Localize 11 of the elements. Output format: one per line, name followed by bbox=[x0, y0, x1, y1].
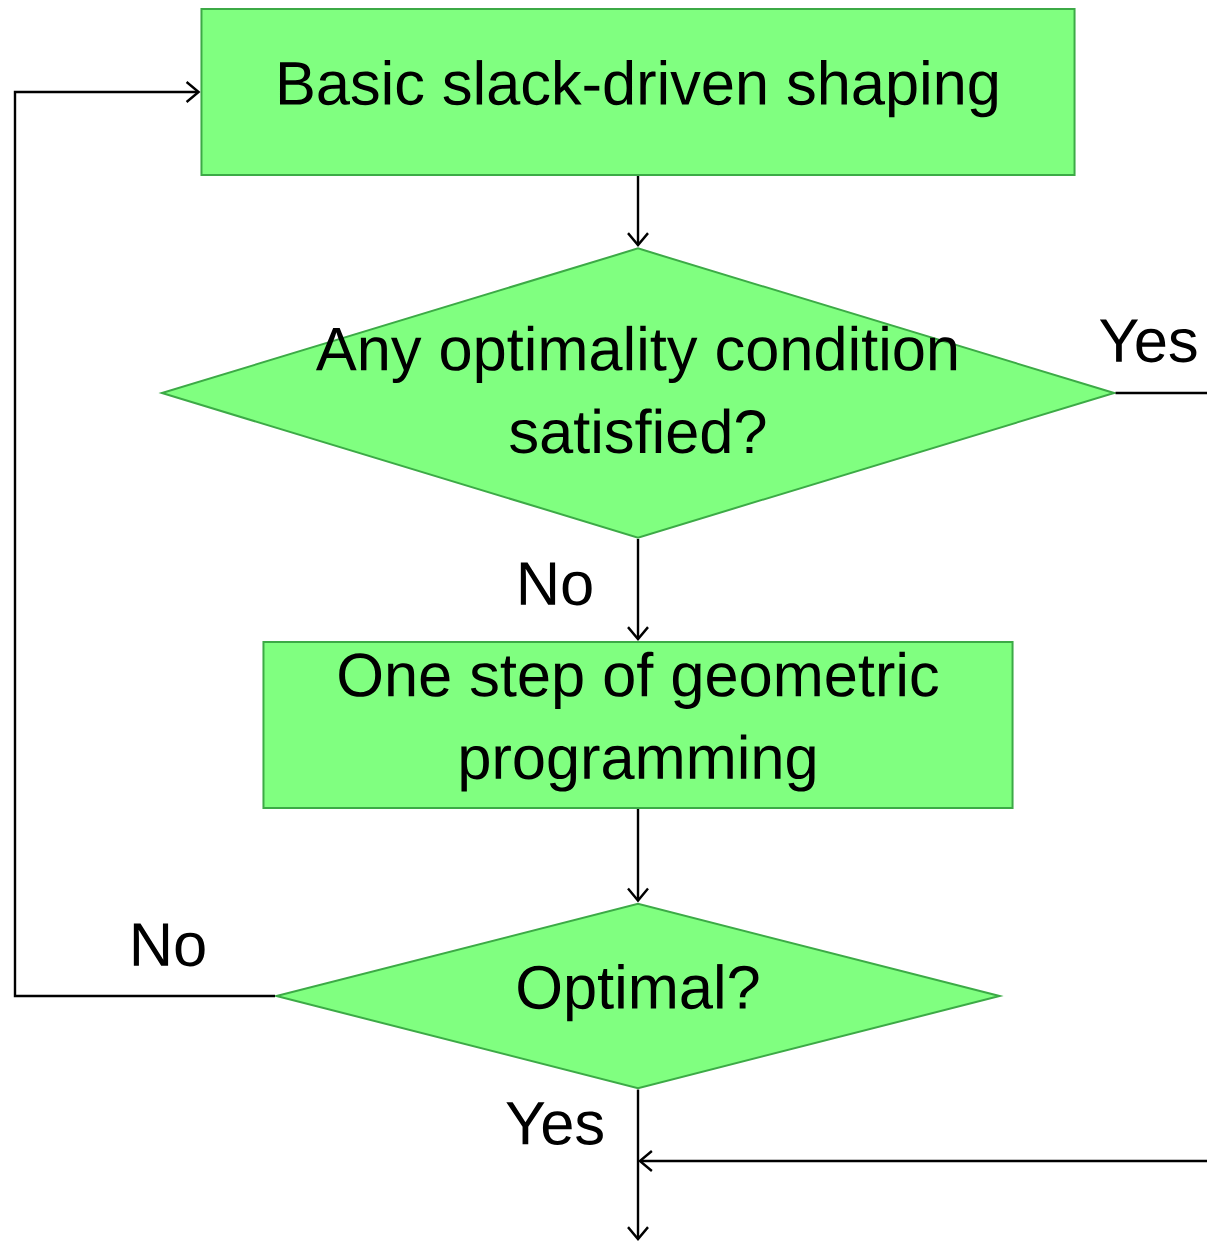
arrow bbox=[627, 1089, 649, 1241]
edge-label: No bbox=[127, 922, 209, 968]
arrow bbox=[627, 176, 649, 247]
arrow bbox=[13, 81, 275, 998]
process-box: One step of geometric programming bbox=[262, 641, 1014, 809]
arrow bbox=[627, 539, 649, 641]
arrow bbox=[627, 809, 649, 903]
process-box: Basic slack-driven shaping bbox=[200, 8, 1076, 176]
arrow bbox=[638, 391, 1207, 1172]
edge-label: Yes bbox=[503, 1100, 607, 1147]
edge-label: No bbox=[514, 561, 596, 607]
